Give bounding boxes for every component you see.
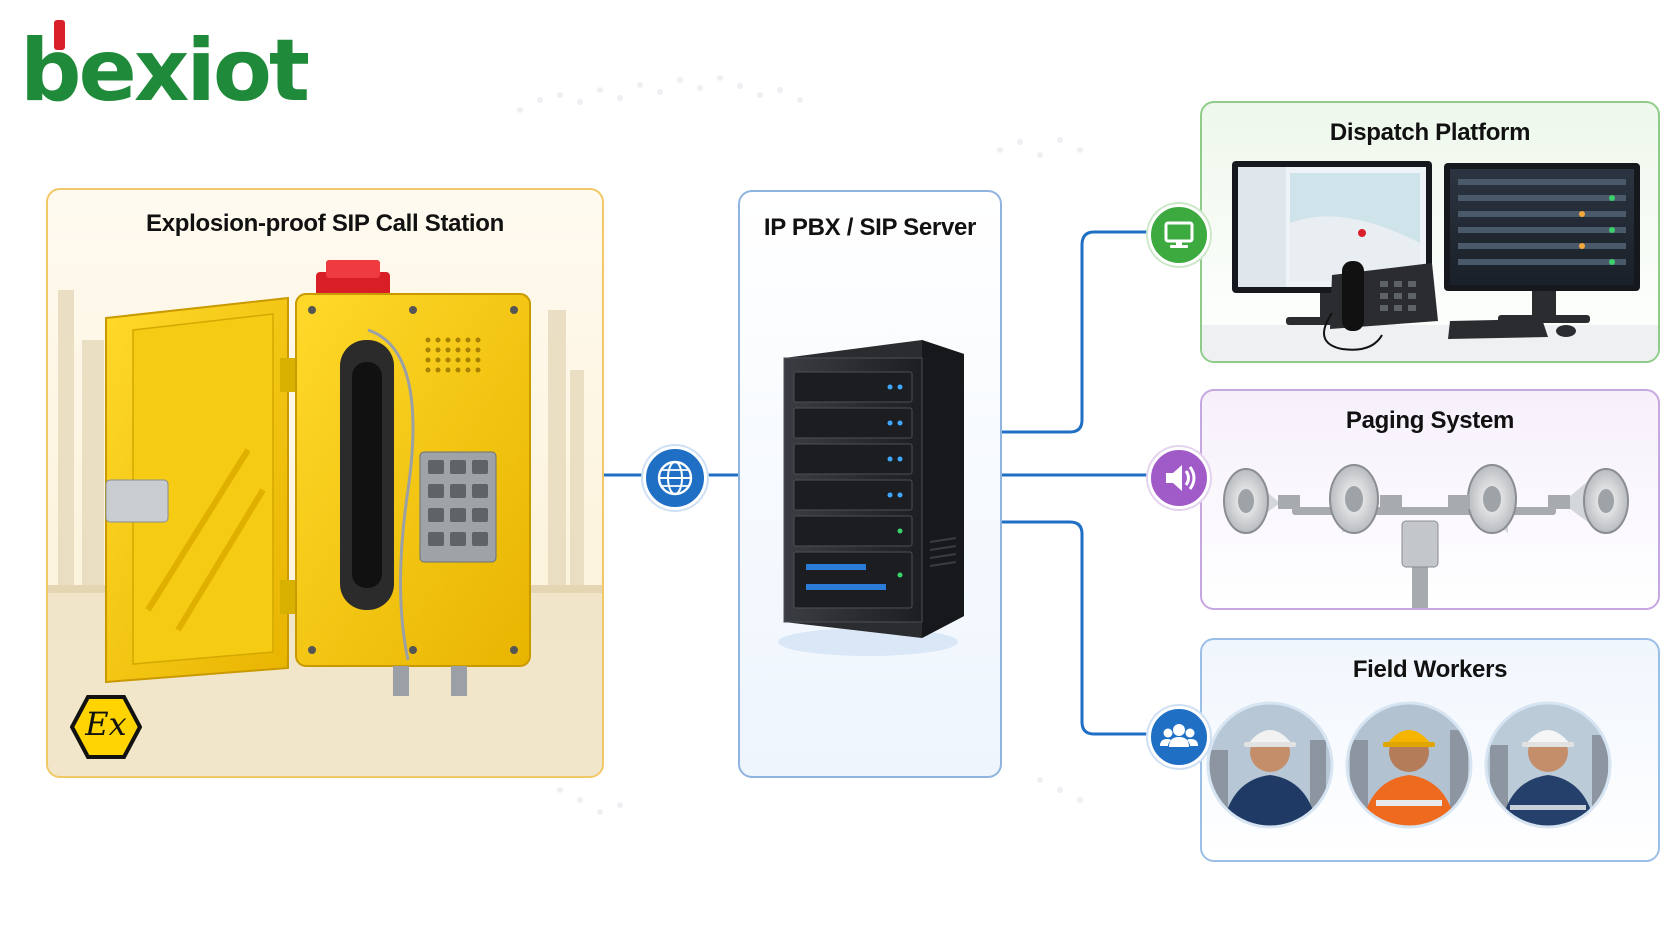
dispatch-title: Dispatch Platform [1329, 119, 1531, 146]
users-icon [1160, 724, 1198, 747]
world-map-background [517, 75, 1083, 815]
horn-speaker-3 [1448, 464, 1517, 534]
network-node [643, 446, 707, 510]
call-station-illustration [48, 260, 602, 776]
paging-illustration [1223, 464, 1629, 608]
dispatch-illustration [1202, 161, 1658, 361]
horn-speaker-1 [1223, 468, 1300, 534]
server-illustration [778, 340, 964, 656]
monitor-icon [1164, 221, 1194, 248]
paging-node [1148, 447, 1210, 509]
horn-speaker-2 [1329, 464, 1402, 534]
station-body [295, 260, 531, 696]
ex-hexagon-icon [70, 695, 142, 759]
bexiot-logo: bexiot [20, 14, 340, 124]
logo-accent [54, 20, 65, 50]
server-panel: IP PBX / SIP Server [738, 190, 1002, 778]
server-title: IP PBX / SIP Server [763, 214, 977, 241]
dispatch-node [1148, 204, 1210, 266]
call-station-title: Explosion-proof SIP Call Station [146, 210, 504, 237]
ex-badge: Ex [70, 694, 142, 760]
logo-text: bexiot [20, 21, 310, 121]
ex-badge-label: Ex [85, 705, 127, 743]
call-station-panel: Explosion-proof SIP Call Station [46, 188, 604, 778]
field-workers-title: Field Workers [1352, 656, 1508, 683]
horn-speaker-4 [1548, 468, 1629, 534]
field-workers-panel: Field Workers [1200, 638, 1660, 862]
field-workers-node [1148, 706, 1210, 768]
globe-icon [657, 460, 693, 496]
dispatch-panel: Dispatch Platform [1200, 101, 1660, 363]
paging-title: Paging System [1345, 407, 1515, 434]
speaker-icon [1166, 465, 1196, 491]
paging-panel: Paging System [1200, 389, 1660, 610]
station-door [105, 296, 298, 684]
